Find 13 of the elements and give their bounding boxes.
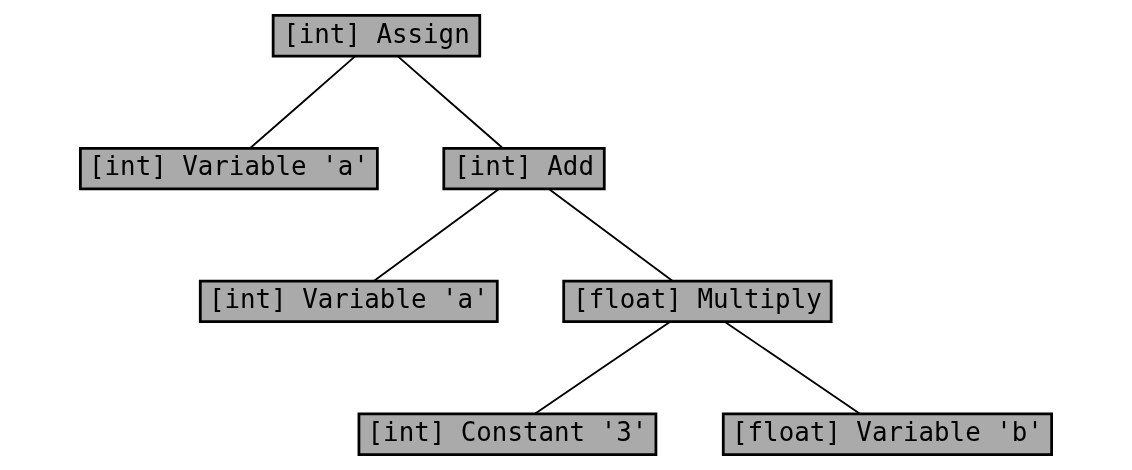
node-box: [int] Variable 'a' (198, 279, 499, 324)
node-box: [float] Variable 'b' (721, 412, 1053, 456)
connector (396, 55, 504, 150)
node-box: [int] Constant '3' (357, 412, 658, 456)
connector (372, 188, 500, 283)
connector (249, 55, 357, 150)
connector (547, 188, 674, 283)
node-box: [int] Variable 'a' (79, 146, 379, 191)
node-box: [float] Multiply (562, 279, 833, 324)
connector (533, 320, 672, 415)
node-box: [int] Assign (271, 14, 482, 58)
node-box: [int] Add (442, 146, 606, 191)
connector (723, 320, 862, 415)
